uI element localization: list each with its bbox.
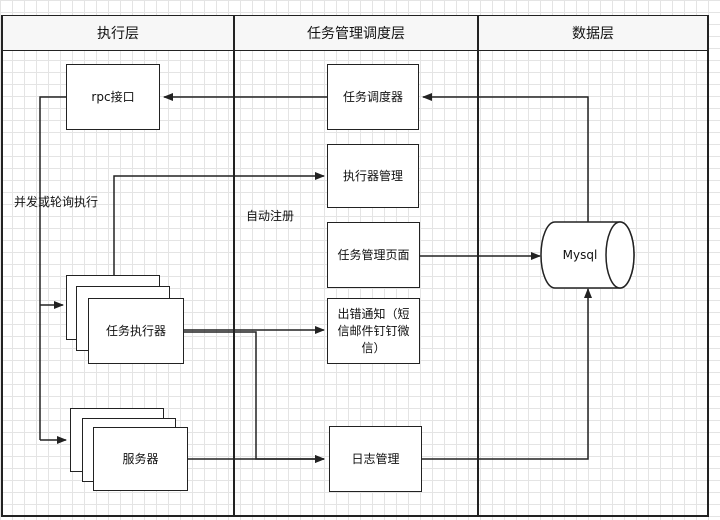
mysql-database-icon: [540, 221, 635, 289]
node-executor-management: 执行器管理: [327, 144, 419, 208]
edge-executor-to-executor-mgmt: [113, 172, 325, 275]
edge-log-to-mysql: [422, 288, 592, 460]
lane-header-exec: 执行层: [3, 16, 233, 50]
node-rpc-interface: rpc接口: [66, 64, 160, 130]
node-server: 服务器: [93, 427, 188, 491]
node-mysql-label: Mysql: [562, 248, 598, 262]
edge-rpc-bus: [39, 96, 66, 440]
lane-header-sched: 任务管理调度层: [235, 16, 477, 50]
edge-executor-to-log: [184, 331, 325, 463]
note-concurrent-poll: 并发或轮询执行: [14, 195, 99, 209]
node-log-management: 日志管理: [329, 426, 422, 492]
node-task-scheduler: 任务调度器: [327, 64, 419, 130]
node-task-management-page: 任务管理页面: [327, 222, 420, 288]
node-error-notification: 出错通知（短信邮件钉钉微信）: [327, 298, 420, 364]
lane-header-data: 数据层: [479, 16, 707, 50]
node-task-executor: 任务执行器: [88, 298, 184, 364]
note-auto-register: 自动注册: [246, 209, 295, 223]
edge-mysql-to-scheduler: [422, 93, 589, 224]
